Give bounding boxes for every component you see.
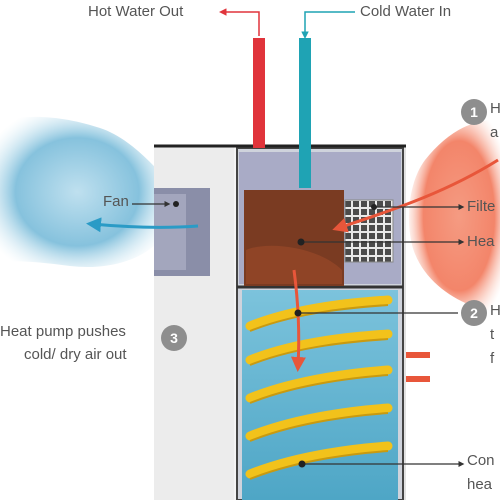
step-badge-2: 2 (461, 300, 487, 326)
step1-text-line1: H (490, 100, 500, 117)
hot-water-out-leader (219, 8, 260, 36)
fan-label: Fan (103, 193, 129, 210)
warm-air-arrow (332, 158, 499, 233)
heat-label: Hea (467, 233, 495, 250)
hot-water-out-label: Hot Water Out (88, 3, 184, 20)
cold-water-in-label: Cold Water In (360, 3, 452, 20)
step1-text-line2: a (490, 124, 499, 141)
filter-mesh (344, 199, 394, 263)
step2-text-line2: t (490, 326, 495, 343)
heat-pump-pushes-label: Heat pump pushes (0, 323, 126, 340)
condenser-label-line1: Con (467, 452, 495, 469)
hot-water-pipe (253, 38, 265, 148)
fan-housing-face (154, 194, 186, 270)
pipe-stub-lower (406, 376, 430, 382)
cold-air-cloud (0, 116, 172, 267)
step-badge-1: 1 (461, 99, 487, 125)
fan-leader-dot (173, 201, 179, 207)
pipe-stub-upper (406, 352, 430, 358)
condenser-label-line2: hea (467, 476, 493, 493)
warm-air-cloud (408, 119, 500, 313)
filter-leader-dot (371, 204, 377, 210)
heat-exchanger-glow (246, 245, 342, 284)
cold-air-arrow (86, 217, 199, 233)
condenser-coil-shadow (249, 304, 389, 480)
step2-text-line3: f (490, 350, 495, 367)
cold-water-in-leader (301, 11, 355, 39)
step2-text-line1: H (490, 302, 500, 319)
condenser-coil (245, 295, 393, 479)
heat-leader-dot (297, 238, 305, 246)
step2-leader-dot (294, 309, 302, 317)
cold-water-pipe (299, 38, 311, 188)
cold-dry-air-out-label: cold/ dry air out (24, 346, 127, 363)
step-badge-3: 3 (161, 325, 187, 351)
filter-label: Filte (467, 198, 496, 215)
condenser-leader-dot (298, 460, 306, 468)
